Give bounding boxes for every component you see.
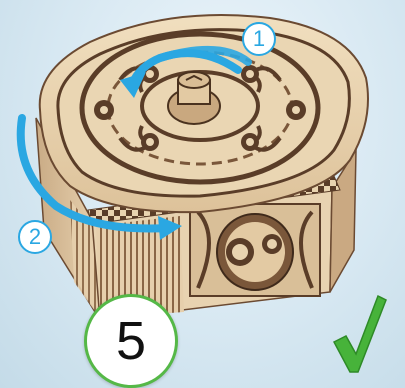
step-marker-2: 2 [18,220,52,254]
box-lid [40,15,368,212]
step-number-badge: 5 [84,294,178,388]
step-marker-1: 1 [242,22,276,56]
checkmark-icon [330,292,388,374]
